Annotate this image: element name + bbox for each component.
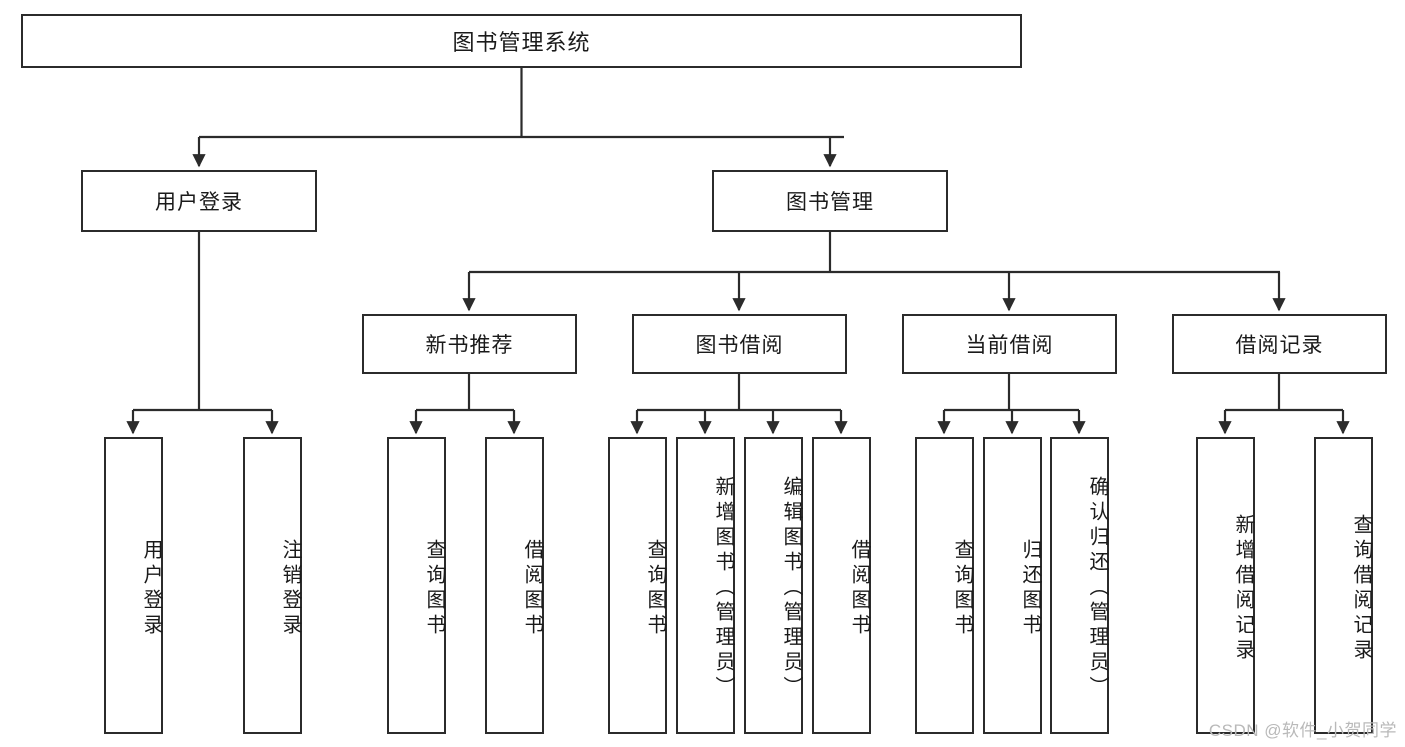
watermark-text: CSDN @软件_小贺同学 (1208, 721, 1397, 740)
node-book-borrow[interactable]: 图书借阅 (632, 314, 847, 374)
leaf-return-book[interactable]: 归还图书 (983, 437, 1042, 734)
leaf-confirm-return-admin[interactable]: 确认归还（管理员） (1050, 437, 1109, 734)
leaf-user-login[interactable]: 用户登录 (104, 437, 163, 734)
leaf-edit-book-admin[interactable]: 编辑图书（管理员） (744, 437, 803, 734)
node-user-login[interactable]: 用户登录 (81, 170, 317, 232)
node-new-book-recommend[interactable]: 新书推荐 (362, 314, 577, 374)
leaf-query-borrow-record[interactable]: 查询借阅记录 (1314, 437, 1373, 734)
leaf-add-book-admin[interactable]: 新增图书（管理员） (676, 437, 735, 734)
node-book-management[interactable]: 图书管理 (712, 170, 948, 232)
leaf-user-logout[interactable]: 注销登录 (243, 437, 302, 734)
leaf-borrow-book-recommend[interactable]: 借阅图书 (485, 437, 544, 734)
node-borrow-records[interactable]: 借阅记录 (1172, 314, 1387, 374)
leaf-query-book-borrow[interactable]: 查询图书 (608, 437, 667, 734)
node-root[interactable]: 图书管理系统 (21, 14, 1022, 68)
leaf-query-book-recommend[interactable]: 查询图书 (387, 437, 446, 734)
leaf-lend-book[interactable]: 借阅图书 (812, 437, 871, 734)
leaf-query-book-current[interactable]: 查询图书 (915, 437, 974, 734)
leaf-add-borrow-record[interactable]: 新增借阅记录 (1196, 437, 1255, 734)
node-current-borrow[interactable]: 当前借阅 (902, 314, 1117, 374)
